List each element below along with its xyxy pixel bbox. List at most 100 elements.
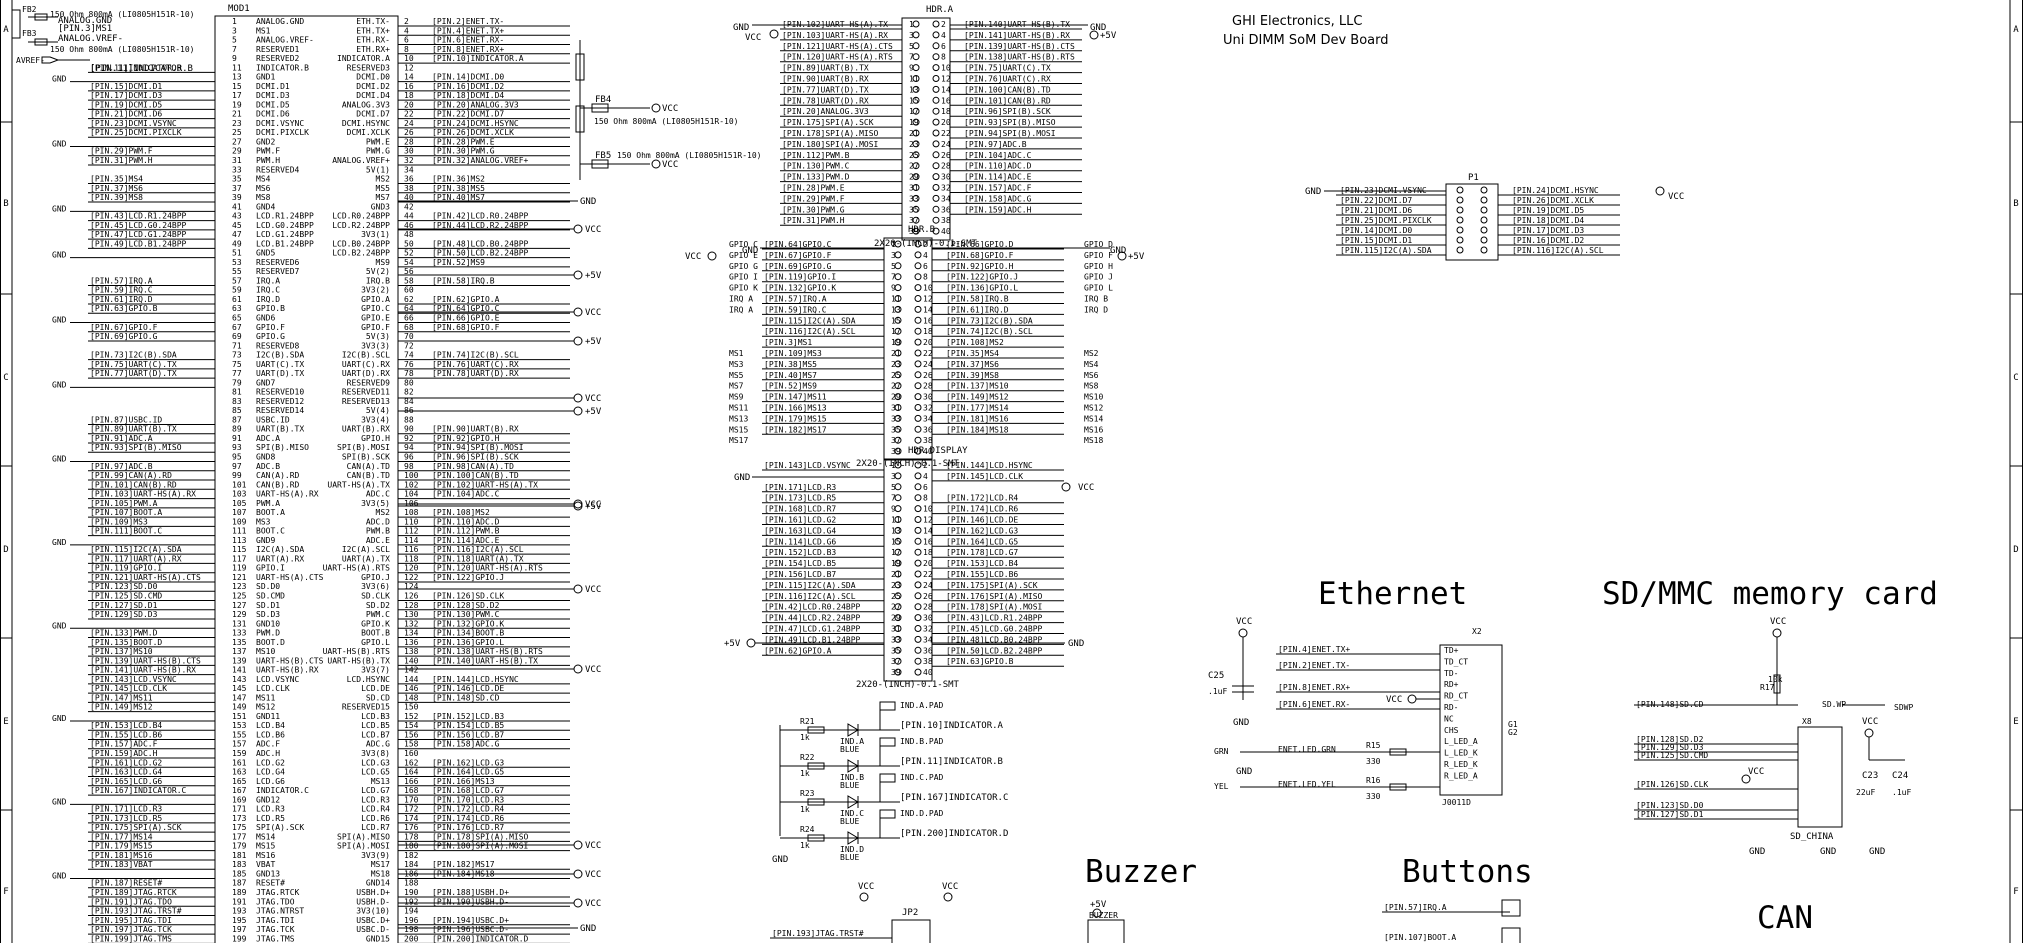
- mod1-pin-name-right: CAN(B).TD: [347, 471, 391, 480]
- pin-number: 27: [891, 603, 901, 612]
- header-right-net: [PIN.141]UART-HS(B).RX: [964, 31, 1070, 40]
- mod1-pin-name-right: BOOT.B: [361, 629, 390, 638]
- header-pin: [914, 559, 922, 567]
- p5v-symbol: [573, 336, 583, 346]
- header-pin: [914, 570, 922, 578]
- mod1-right-net: [PIN.148]SD.CD: [432, 693, 500, 702]
- header-pin: [912, 216, 920, 224]
- header-pin: [914, 537, 922, 545]
- mod1-right-net: [PIN.156]LCD.B7: [432, 730, 504, 739]
- header-left-net: [PIN.115]I2C(A).SDA: [764, 581, 856, 590]
- mod1-pin-name-right: GND3: [371, 202, 390, 211]
- pin-number: 24: [941, 140, 951, 149]
- mod1-right-net: [PIN.18]DCMI.D4: [432, 91, 504, 100]
- fb5-note: 150 Ohm 800mA (LI0805H151R-10): [617, 151, 762, 160]
- p1-left-net: [PIN.22]DCMI.D7: [1340, 196, 1412, 205]
- mod1-pin-number: 53: [232, 258, 242, 267]
- pin-number: 28: [941, 162, 951, 171]
- mod1-left-net: [PIN.115]I2C(A).SDA: [90, 545, 182, 554]
- mod1-pin-number: 36: [404, 175, 414, 184]
- mod1-left-net: [PIN.17]DCMI.D3: [90, 91, 162, 100]
- p1-left-net: [PIN.21]DCMI.D6: [1340, 206, 1412, 215]
- pin-number: 10: [923, 505, 933, 514]
- pin-number: 25: [909, 151, 919, 160]
- mod1-pin-name-left: JTAG.RTCK: [256, 888, 300, 897]
- jack-pin-name: TD+: [1444, 646, 1459, 655]
- mod1-left-net: [PIN.57]IRQ.A: [90, 276, 153, 285]
- mod1-pin-number: 44: [404, 212, 414, 221]
- p5v-symbol: [1117, 251, 1127, 261]
- mod1-pin-name-right: RESERVED3: [347, 63, 391, 72]
- mod1-pin-number: 90: [404, 425, 414, 434]
- zone-letter-left: C: [3, 373, 8, 383]
- mod1-pin-name-left: LCD.G1.24BPP: [256, 230, 314, 239]
- mod1-pin-name-left: CAN(B).RD: [256, 480, 300, 489]
- jp2-body: [891, 919, 931, 943]
- header-tag: GPIO E: [729, 251, 758, 260]
- mod1-pin-number: 148: [404, 693, 419, 702]
- fb5-body: [591, 159, 609, 169]
- p5v-symbol: [1089, 30, 1099, 40]
- header-left-net: [PIN.152]LCD.B3: [764, 548, 836, 557]
- vcc-symbol: [573, 840, 583, 850]
- mod1-pin-name-right: LCD.R6: [361, 814, 390, 823]
- mod1-pin-number: 141: [232, 666, 247, 675]
- header-right-net: [PIN.48]LCD.B0.24BPP: [946, 635, 1043, 644]
- c24-ref: C24: [1892, 771, 1908, 781]
- mod1-pin-name-left: GND13: [256, 869, 280, 878]
- mod1-pin-number: 195: [232, 916, 247, 925]
- header-left-net: [PIN.49]LCD.B1.24BPP: [764, 635, 861, 644]
- fb4-body: [591, 103, 609, 113]
- header-tag: IRQ B: [1084, 295, 1108, 304]
- header-left-net: [PIN.180]SPI(A).MOSI: [782, 140, 879, 149]
- mod1-pin-number: 30: [404, 147, 414, 156]
- mod1-pin-name-left: SD.D1: [256, 601, 280, 610]
- mod1-pin-number: 175: [232, 823, 247, 832]
- mod1-pin-name-left: BOOT.A: [256, 508, 285, 517]
- mod1-pin-name-left: LCD.G0.24BPP: [256, 221, 314, 230]
- jack-part: J0011D: [1442, 798, 1471, 807]
- mod1-pin-name-left: LCD.B6: [256, 730, 285, 739]
- mod1-pin-number: 79: [232, 378, 242, 387]
- pin-number: 2: [923, 240, 928, 249]
- mod1-pin-name-left: PWM.H: [256, 156, 280, 165]
- mod1-pin-number: 15: [232, 82, 242, 91]
- header-pin: [914, 603, 922, 611]
- pin-number: 18: [923, 327, 933, 336]
- header-pin: [932, 31, 940, 39]
- header-pin: [914, 425, 922, 433]
- jack-pin-name: TD_CT: [1444, 657, 1468, 666]
- header-tag: MS3: [729, 360, 744, 369]
- mod1-pin-number: 188: [404, 879, 419, 888]
- pin-number: 25: [891, 371, 901, 380]
- pin-number: 13: [909, 85, 919, 94]
- p1-pin: [1456, 186, 1464, 194]
- pin-number: 14: [941, 85, 951, 94]
- mod1-pin-number: 47: [232, 230, 242, 239]
- p5v-symbol: [746, 638, 756, 648]
- mod1-pin-number: 17: [232, 91, 242, 100]
- header-tag: IRQ A: [729, 295, 753, 304]
- mod1-pin-name-left: SPI(B).MISO: [256, 443, 309, 452]
- gnd-label: GND: [52, 316, 67, 325]
- mod1-pin-name-left: MS11: [256, 693, 275, 702]
- mod1-left-net: [PIN.157]ADC.F: [90, 740, 158, 749]
- mod1-pin-name-right: 5V(1): [366, 165, 390, 174]
- mod1-right-net: [PIN.26]DCMI.XCLK: [432, 128, 514, 137]
- header-tag: MS16: [1084, 425, 1103, 434]
- mod1-pin-number: 168: [404, 786, 419, 795]
- header-right-net: [PIN.146]LCD.DE: [946, 516, 1018, 525]
- mod1-pin-name-left: GPIO.G: [256, 332, 285, 341]
- header-left-net: [PIN.168]LCD.R7: [764, 505, 836, 514]
- header-pin: [894, 262, 902, 270]
- buzzer-body: [1087, 919, 1125, 943]
- mod1-pin-number: 176: [404, 823, 419, 832]
- header-pin: [912, 151, 920, 159]
- mod1-right-net: [PIN.98]CAN(A).TD: [432, 462, 514, 471]
- mod1-pin-number: 120: [404, 564, 419, 573]
- mod1-pin-name-left: RESERVED6: [256, 258, 300, 267]
- vcc-symbol: [651, 159, 661, 169]
- mod1-left-net: [PIN.45]LCD.G0.24BPP: [90, 221, 187, 230]
- mod1-left-net: [PIN.67]GPIO.F: [90, 323, 158, 332]
